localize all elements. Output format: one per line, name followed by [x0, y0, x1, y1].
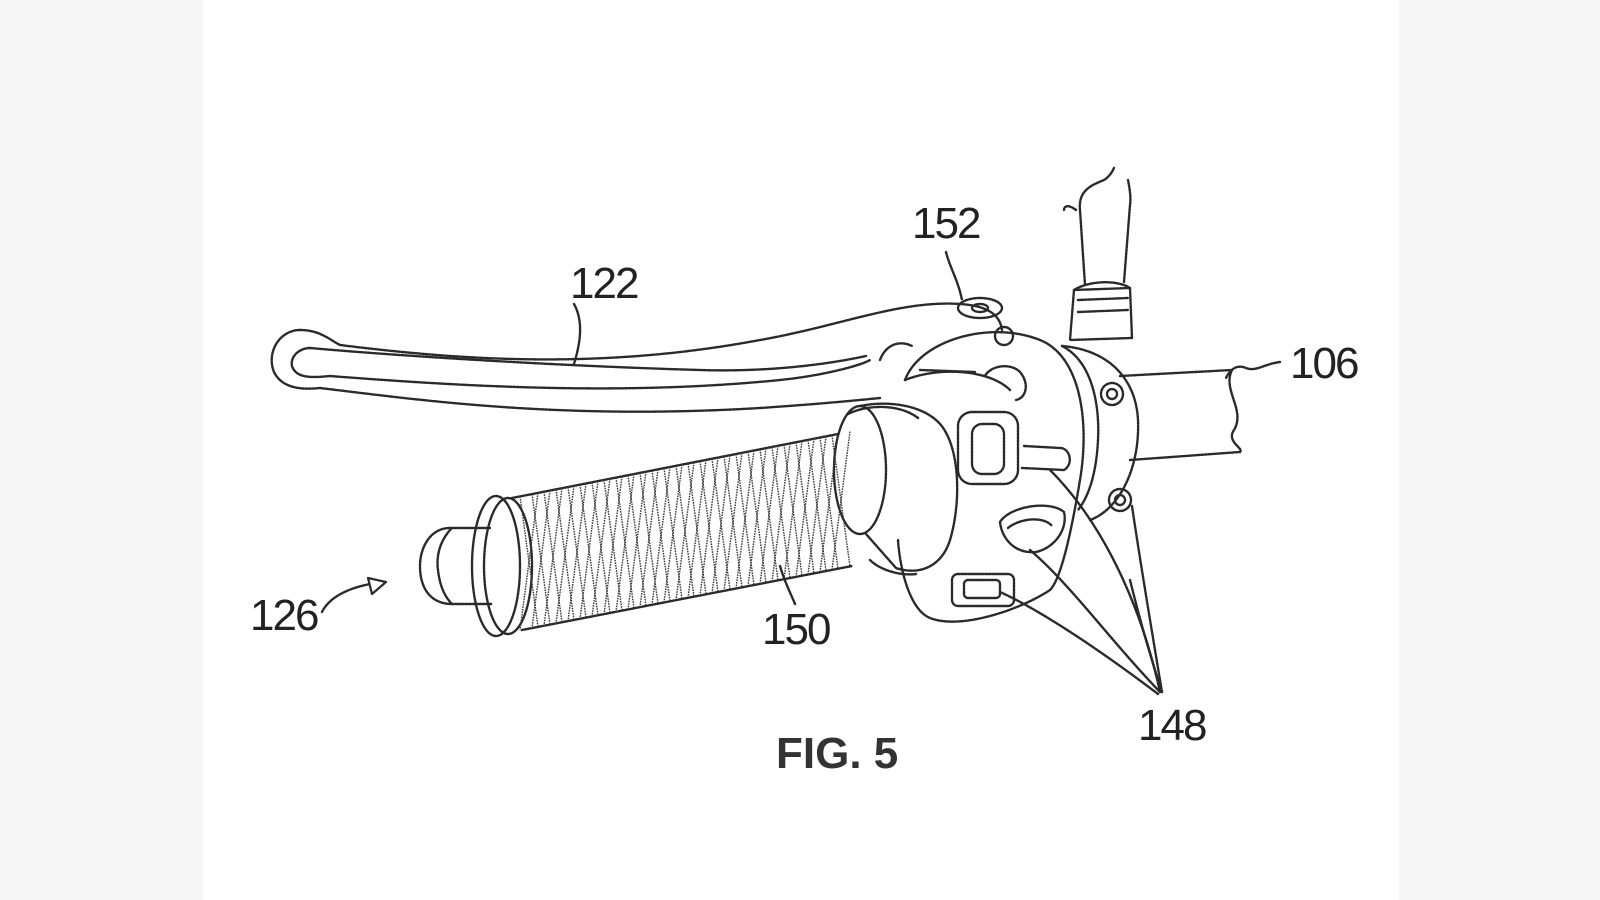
- knurl-line: [567, 483, 587, 622]
- knurl-line: [543, 488, 563, 626]
- knurl-line: [519, 492, 539, 631]
- leader-152: [944, 250, 964, 302]
- grip-knurling: [519, 431, 851, 631]
- leader-150: [778, 564, 797, 606]
- leader-122: [572, 302, 582, 366]
- switch-housing: [878, 325, 1085, 623]
- knurl-line: [663, 464, 683, 603]
- knurl-line: [639, 469, 659, 608]
- ref-126: 126: [250, 591, 318, 640]
- ref-150: 150: [762, 605, 830, 654]
- knurl-line: [687, 459, 707, 598]
- leader-148e: [1128, 578, 1164, 694]
- arrow-126: [366, 576, 388, 596]
- knurl-line: [723, 452, 743, 591]
- leader-126: [320, 582, 372, 614]
- bar-end-cap: [418, 526, 494, 606]
- leader-148c: [998, 590, 1160, 696]
- figure-caption: FIG. 5: [776, 729, 898, 778]
- knurl-line: [627, 471, 647, 610]
- ref-106: 106: [1290, 339, 1358, 388]
- knurl-line: [531, 490, 551, 629]
- knurl-line: [675, 462, 695, 601]
- knurl-line: [651, 466, 671, 605]
- knurl-line: [771, 446, 791, 579]
- knurl-line: [783, 444, 803, 576]
- ref-152: 152: [912, 199, 980, 248]
- knurl-line: [735, 450, 755, 589]
- knurl-line: [819, 437, 839, 569]
- clamp-body: [1060, 344, 1140, 522]
- grip-collar: [832, 402, 959, 576]
- handlebar-tube: [1118, 368, 1242, 462]
- knurl-line: [807, 439, 827, 572]
- knurl-line: [831, 435, 851, 567]
- leader-148a: [1130, 504, 1164, 694]
- knurl-line: [795, 442, 815, 574]
- leader-148b: [1028, 548, 1162, 694]
- knurl-line: [579, 481, 599, 619]
- ref-122: 122: [570, 259, 638, 308]
- knurl-line: [615, 473, 635, 612]
- leader-106: [1224, 360, 1282, 380]
- knurl-line: [759, 449, 779, 581]
- knurl-line: [735, 453, 755, 586]
- handle-grip: [470, 431, 854, 638]
- knurl-line: [747, 451, 767, 583]
- leader-lines: [320, 250, 1282, 696]
- ref-148: 148: [1138, 701, 1206, 750]
- knurl-line: [699, 457, 719, 596]
- knurl-line: [711, 455, 731, 594]
- knurl-line: [591, 478, 611, 617]
- knurl-line: [555, 485, 575, 624]
- brake-lever: [270, 296, 1004, 413]
- reservoir-hose: [1062, 166, 1134, 342]
- knurl-line: [603, 476, 623, 615]
